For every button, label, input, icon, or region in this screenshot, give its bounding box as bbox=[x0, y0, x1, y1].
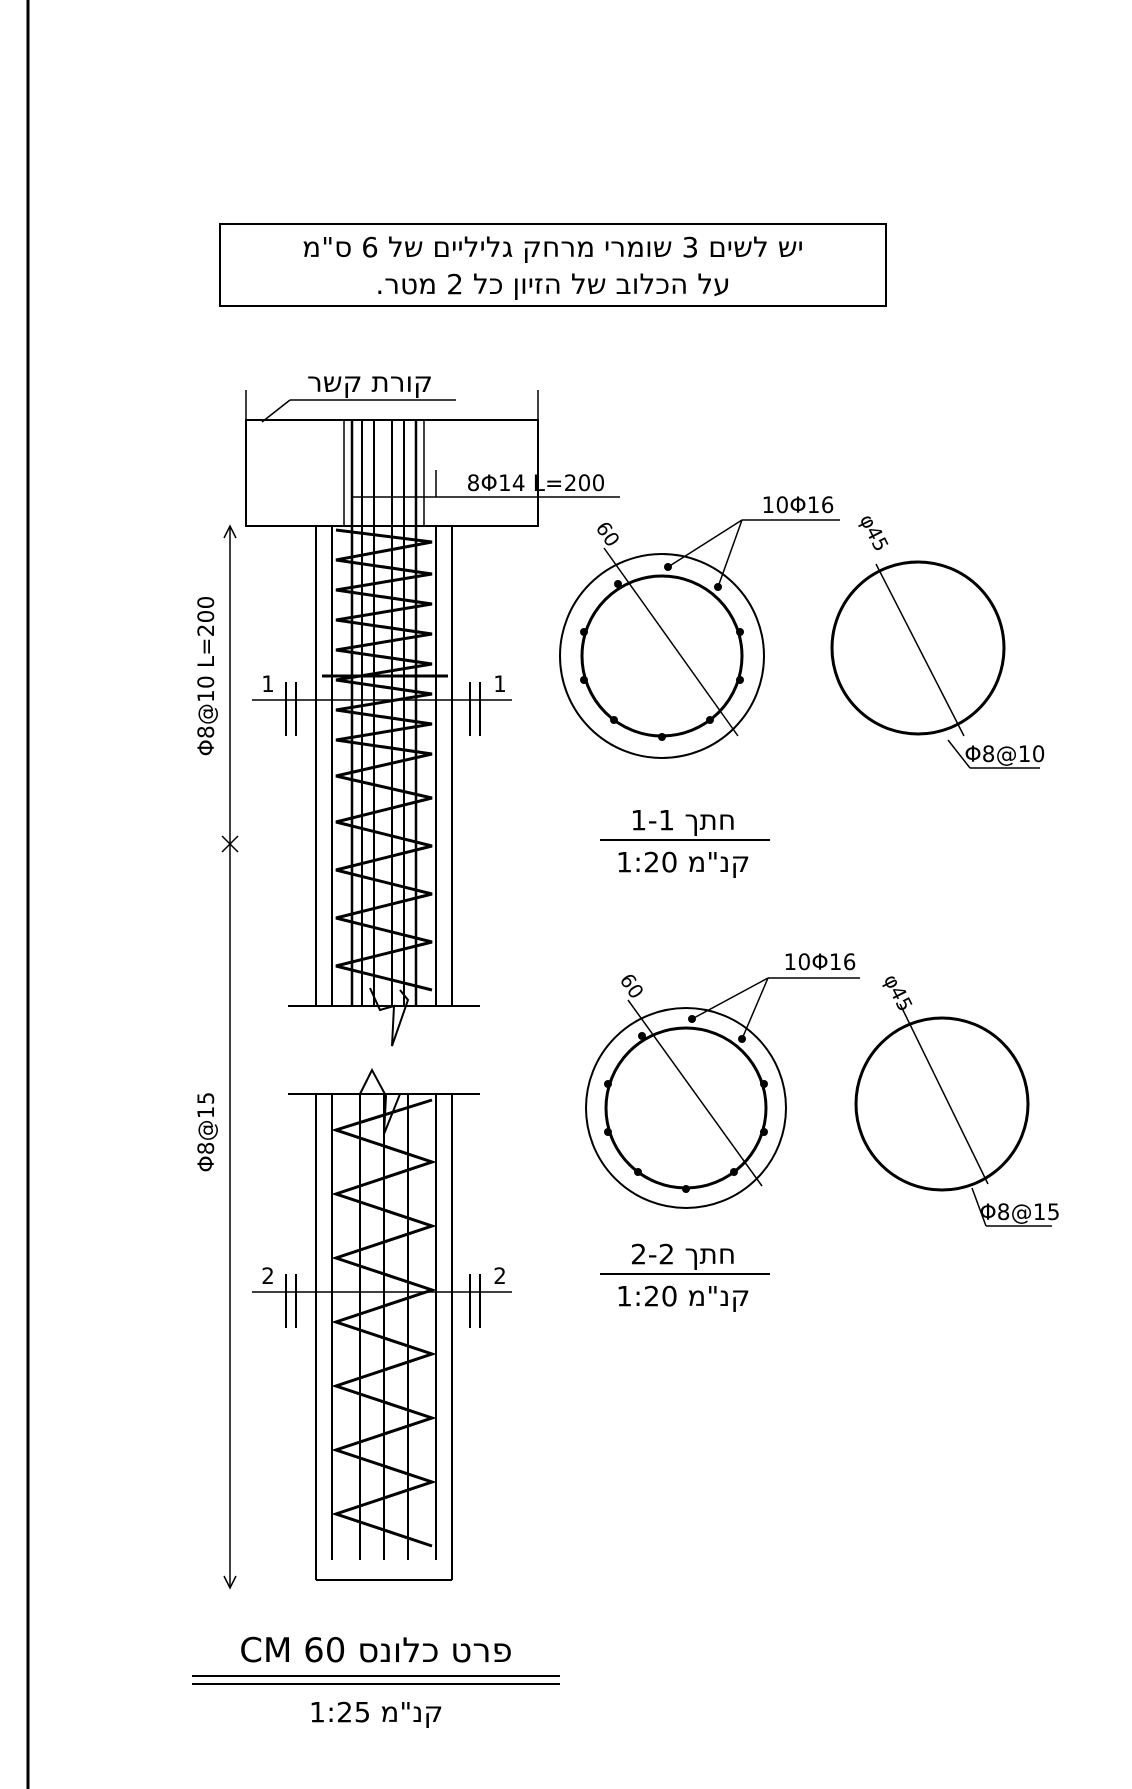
section-1-title: חתך 1-1 bbox=[630, 804, 736, 837]
section-1-inner-circle bbox=[580, 574, 744, 738]
note-line-2: על הכלוב של הזיון כל 2 מטר. bbox=[375, 268, 730, 301]
cut-2-mark-right: 2 bbox=[493, 1265, 507, 1290]
section-2-inner-dim: φ45 bbox=[879, 970, 918, 1015]
section-1-outer-circle bbox=[559, 553, 765, 759]
section-2-title: חתך 2-2 bbox=[630, 1238, 736, 1271]
cut-2-mark-left: 2 bbox=[261, 1265, 275, 1290]
section-1-main-bars: 10Φ16 bbox=[761, 494, 834, 519]
spiral-upper bbox=[335, 528, 433, 992]
pile-lower bbox=[288, 1093, 480, 1581]
spiral-lower bbox=[331, 1098, 437, 1548]
section-1-scale: קנ"מ 1:20 bbox=[616, 846, 751, 879]
detail-scale: קנ"מ 1:25 bbox=[309, 1696, 444, 1729]
lower-stirrups-label: Φ8@15 bbox=[195, 1091, 220, 1172]
section-cut-1-markers bbox=[252, 682, 512, 736]
section-1-stirrup-circle bbox=[830, 560, 1006, 736]
section-2-stirrup-circle bbox=[854, 1016, 1030, 1192]
section-1-inner-dim: φ45 bbox=[855, 510, 894, 555]
section-cut-2-markers bbox=[252, 1274, 512, 1328]
dowels-label: 8Φ14 L=200 bbox=[467, 472, 606, 497]
note-box: יש לשים 3 שומרי מרחק גליליים של 6 ס"מ על… bbox=[219, 223, 887, 307]
section-1-bars bbox=[580, 563, 744, 741]
vertical-dimension bbox=[221, 524, 239, 1590]
lower-break-symbol bbox=[359, 1067, 401, 1135]
section-1-outer-dim: 60 bbox=[591, 517, 625, 552]
tie-beam bbox=[245, 390, 620, 527]
section-2-scale: קנ"מ 1:20 bbox=[616, 1280, 751, 1313]
section-2-outer-dim: 60 bbox=[615, 969, 649, 1004]
tie-beam-label: קורת קשר bbox=[307, 366, 433, 399]
pile-upper bbox=[315, 419, 453, 1006]
cut-1-mark-right: 1 bbox=[493, 673, 507, 698]
section-1-1: 60 φ45 10Φ16 Φ8@10 חתך 1-1 קנ"מ 1:20 bbox=[559, 494, 1046, 879]
note-line-1: יש לשים 3 שומרי מרחק גליליים של 6 ס"מ bbox=[302, 231, 804, 264]
upper-stirrups-label: Φ8@10 L=200 bbox=[195, 596, 220, 757]
cut-1-mark-left: 1 bbox=[261, 673, 275, 698]
section-2-bars bbox=[604, 1015, 768, 1193]
section-2-outer-circle bbox=[585, 1007, 787, 1209]
section-2-stirrups: Φ8@15 bbox=[979, 1201, 1060, 1226]
detail-title: פרט כלונס CM 60 bbox=[239, 1631, 513, 1671]
upper-break-symbol bbox=[369, 987, 410, 1047]
section-2-main-bars: 10Φ16 bbox=[783, 951, 856, 976]
section-2-2: 60 φ45 10Φ16 Φ8@15 חתך 2-2 קנ"מ 1:20 bbox=[585, 951, 1061, 1313]
section-1-stirrups: Φ8@10 bbox=[964, 743, 1045, 768]
section-2-inner-circle bbox=[604, 1026, 768, 1190]
